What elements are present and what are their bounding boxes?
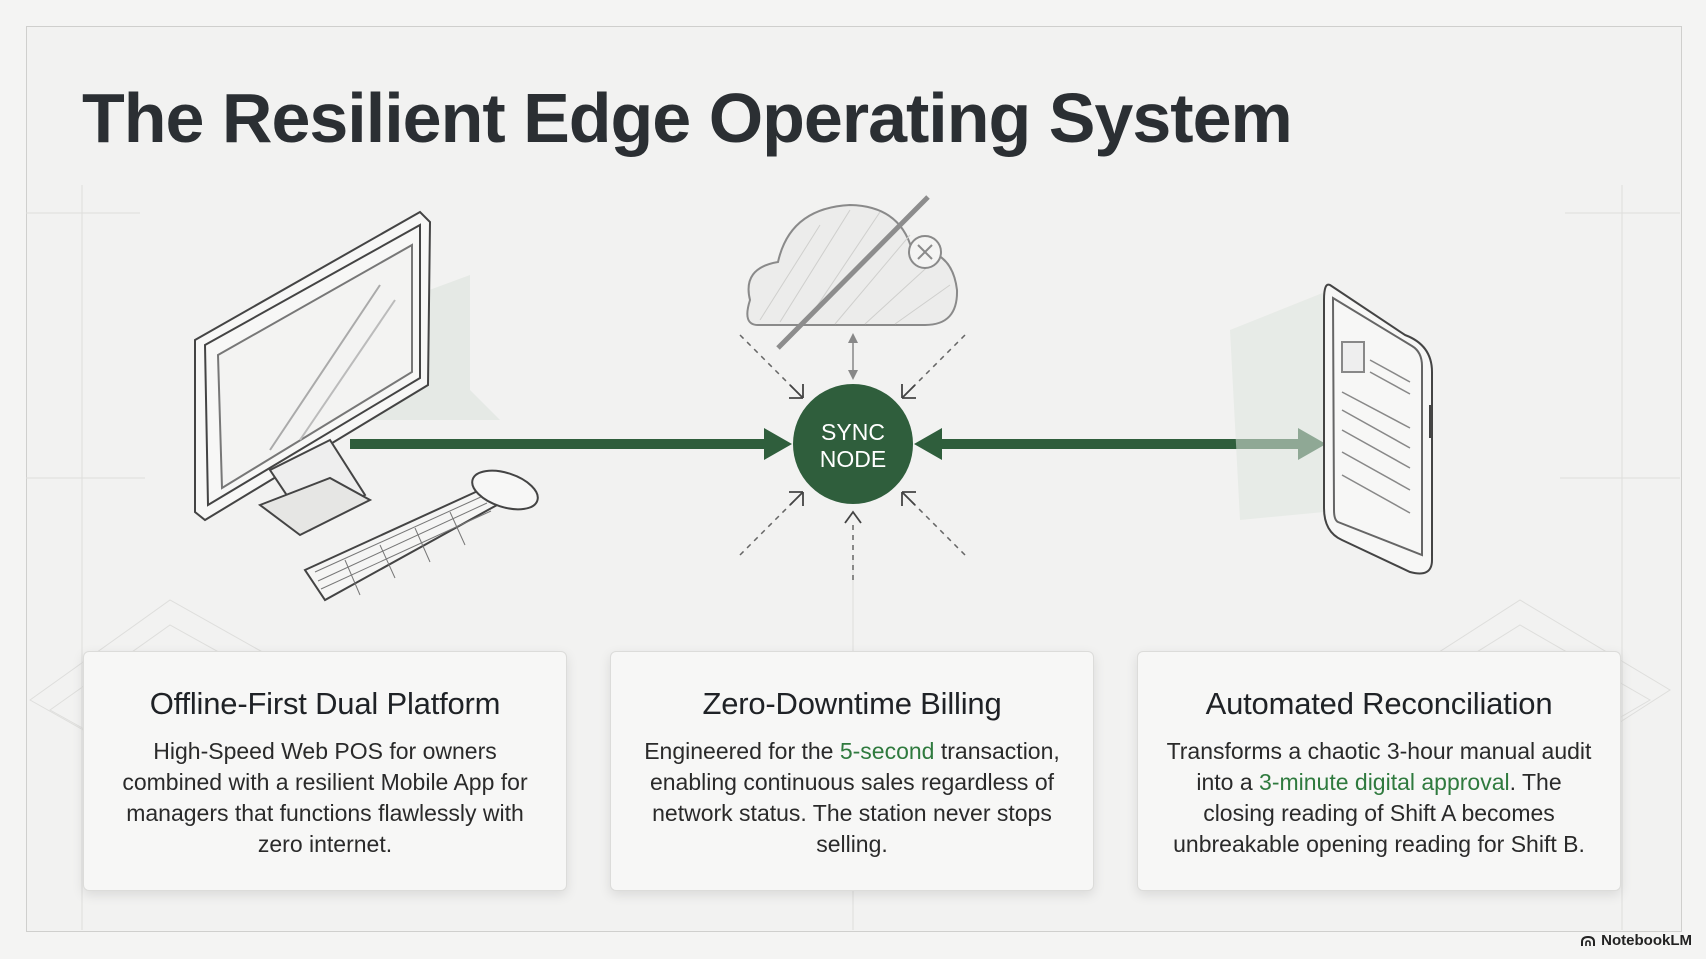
- sync-node: SYNC NODE: [793, 384, 913, 504]
- highlight-text: 3-minute digital approval: [1259, 769, 1510, 795]
- cloud-offline-icon: [746, 195, 959, 350]
- brand-label: NotebookLM: [1601, 932, 1692, 949]
- notebooklm-logo-icon: [1581, 935, 1596, 946]
- card-automated-reconciliation: Automated Reconciliation Transforms a ch…: [1137, 651, 1621, 891]
- highlight-text: 5-second: [839, 738, 935, 764]
- card-body: Transforms a chaotic 3-hour manual audit…: [1166, 738, 1592, 857]
- desktop-computer-icon: [194, 210, 539, 602]
- brand-watermark: NotebookLM: [1580, 932, 1692, 949]
- card-body: High-Speed Web POS for owners combined w…: [122, 738, 528, 857]
- card-heading: Zero-Downtime Billing: [702, 686, 1002, 721]
- mobile-phone-icon: [1230, 283, 1433, 575]
- card-offline-first: Offline-First Dual Platform High-Speed W…: [83, 651, 567, 891]
- sync-node-label-line2: NODE: [820, 446, 886, 472]
- page-title: The Resilient Edge Operating System: [82, 79, 1293, 157]
- sync-node-label-line1: SYNC: [821, 419, 885, 445]
- card-heading: Automated Reconciliation: [1205, 686, 1553, 721]
- card-heading: Offline-First Dual Platform: [149, 686, 501, 721]
- card-body: Engineered for the 5-second transaction,…: [644, 738, 1060, 857]
- desktop-to-node-arrow: [350, 428, 792, 460]
- card-zero-downtime: Zero-Downtime Billing Engineered for the…: [610, 651, 1094, 891]
